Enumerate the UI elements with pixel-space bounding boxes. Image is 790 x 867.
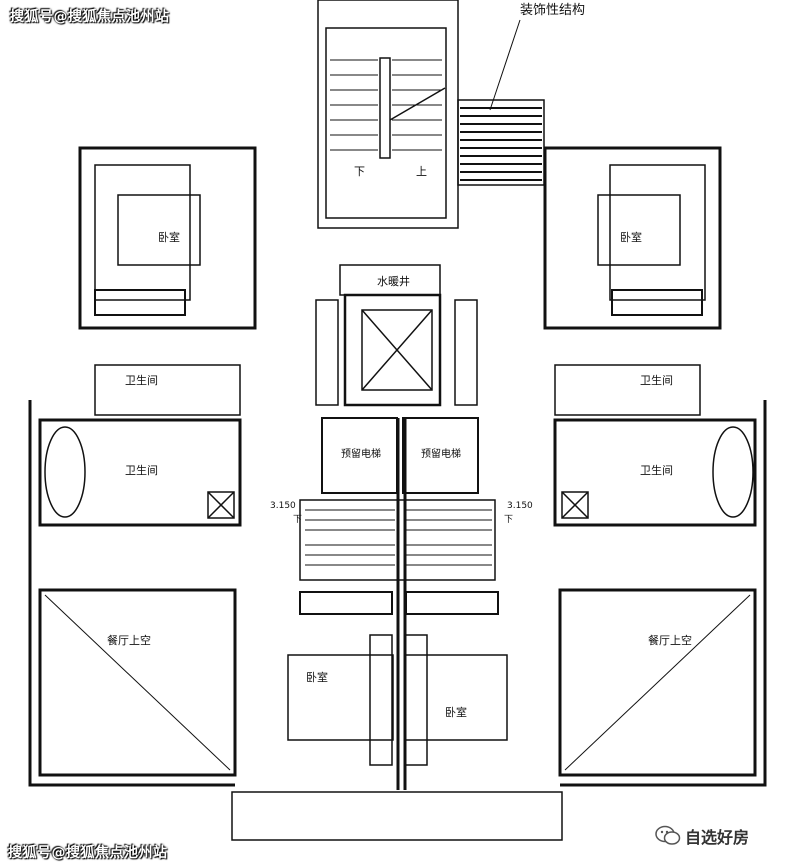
label-bath-large-left: 卫生间 <box>125 463 158 477</box>
label-level-right: 3.150 <box>507 501 533 511</box>
elevator-reserved-right-room <box>402 417 479 494</box>
label-stair-down-top: 下 <box>354 165 365 178</box>
label-bedroom-bottom-left: 卧室 <box>306 670 328 684</box>
label-bath-small-left: 卫生间 <box>125 373 158 387</box>
bath-large-left-room <box>38 418 242 527</box>
dining-void-right-area <box>558 588 757 777</box>
bedroom-left-room <box>78 146 257 330</box>
label-level-left: 3.150 <box>270 501 296 511</box>
elevator-core <box>343 293 442 407</box>
label-level-down-left: 下 <box>293 515 302 525</box>
brand-text: 自选好房 <box>685 828 750 847</box>
label-dining-void-right: 餐厅上空 <box>648 633 692 647</box>
decor-structure <box>457 99 545 186</box>
label-stair-up-top: 上 <box>416 165 427 178</box>
label-level-down-right: 下 <box>504 515 513 525</box>
label-bath-small-right: 卫生间 <box>640 373 673 387</box>
watermark-top: 搜狐号@搜狐焦点池州站 <box>10 9 170 25</box>
label-bath-large-right: 卫生间 <box>640 463 673 477</box>
label-dining-void-left: 餐厅上空 <box>107 633 151 647</box>
label-bedroom-bottom-right: 卧室 <box>445 705 467 719</box>
label-bedroom-left: 卧室 <box>158 230 180 244</box>
brand-badge: 自选好房 <box>655 824 749 848</box>
bedroom-right-room <box>543 146 722 330</box>
label-decor-structure: 装饰性结构 <box>520 3 585 18</box>
wechat-icon <box>655 825 681 845</box>
label-elevator-reserved-right: 预留电梯 <box>421 447 461 460</box>
watermark-bottom: 搜狐号@搜狐焦点池州站 <box>8 845 168 861</box>
top-stair-tower <box>317 0 459 229</box>
label-water-shaft: 水暖井 <box>377 274 410 288</box>
bath-small-left-room <box>94 364 241 416</box>
label-elevator-reserved-left: 预留电梯 <box>341 447 381 460</box>
bath-large-right-room <box>553 418 757 527</box>
bath-small-right-room <box>554 364 701 416</box>
dining-void-left-area <box>38 588 237 777</box>
label-bedroom-right: 卧室 <box>620 230 642 244</box>
